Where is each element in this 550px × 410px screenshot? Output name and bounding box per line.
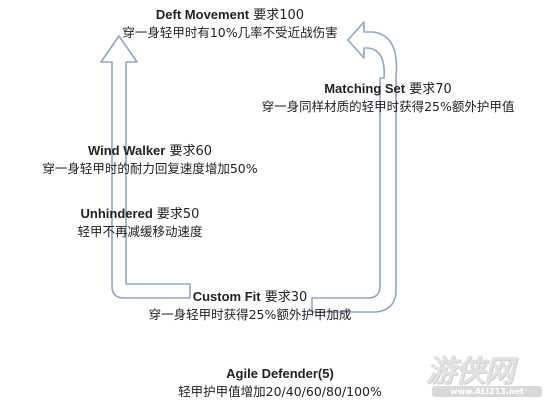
site-watermark: 游侠网 www.ALI213.net	[418, 346, 546, 406]
watermark-logo: 游侠网	[426, 354, 514, 389]
skill-deft-movement: Deft Movement 要求100 穿一身轻甲时有10%几率不受近战伤害	[80, 6, 380, 42]
right-path-arrow	[311, 21, 398, 313]
skill-description: 轻甲不再减缓移动速度	[77, 224, 203, 239]
skill-custom-fit: Custom Fit 要求30 穿一身轻甲时获得25%额外护甲加成	[100, 288, 400, 324]
skill-unhindered: Unhindered 要求50 轻甲不再减缓移动速度	[20, 205, 260, 241]
skill-description: 穿一身同样材质的轻甲时获得25%额外护甲值	[261, 99, 515, 114]
skill-description: 穿一身轻甲时的耐力回复速度增加50%	[42, 161, 258, 176]
skill-name: Custom Fit	[192, 289, 261, 304]
skill-description: 穿一身轻甲时有10%几率不受近战伤害	[122, 25, 338, 40]
skill-name: Agile Defender(5)	[226, 366, 334, 381]
skill-description: 穿一身轻甲时获得25%额外护甲加成	[148, 307, 352, 322]
skill-requirement: 要求60	[169, 144, 213, 159]
left-path-arrow	[100, 35, 191, 299]
skill-wind-walker: Wind Walker 要求60 穿一身轻甲时的耐力回复速度增加50%	[0, 142, 300, 178]
skill-name: Deft Movement	[155, 7, 250, 22]
skill-requirement: 要求30	[264, 290, 308, 305]
skill-requirement: 要求50	[156, 207, 200, 222]
skill-name: Wind Walker	[87, 143, 166, 158]
skill-description: 轻甲护甲值增加20/40/60/80/100%	[178, 384, 382, 399]
skill-requirement: 要求100	[253, 8, 305, 23]
skill-requirement: 要求70	[409, 82, 452, 97]
skill-name: Unhindered	[80, 206, 153, 221]
watermark-url: www.ALI213.net	[432, 386, 542, 397]
skill-agile-defender: Agile Defender(5) 轻甲护甲值增加20/40/60/80/100…	[130, 365, 430, 401]
skill-name: Matching Set	[324, 81, 406, 96]
skill-matching-set: Matching Set 要求70 穿一身同样材质的轻甲时获得25%额外护甲值	[228, 80, 548, 116]
